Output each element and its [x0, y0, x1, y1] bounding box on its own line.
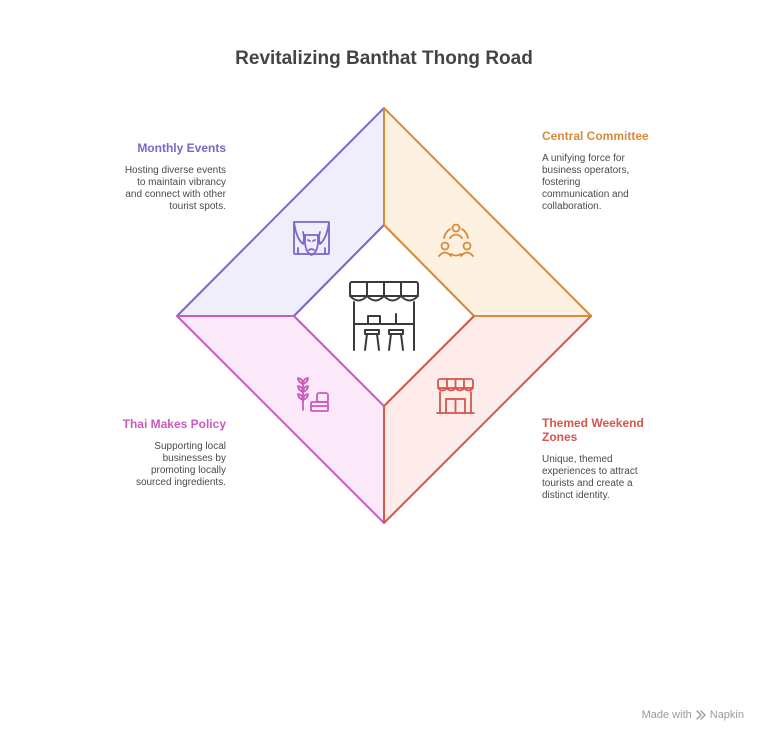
storefront-icon — [436, 378, 475, 414]
page-title: Revitalizing Banthat Thong Road — [235, 48, 533, 69]
people-network-icon — [438, 223, 474, 257]
napkin-logo-icon — [696, 710, 706, 720]
watermark-brand: Napkin — [709, 709, 744, 721]
thai-makes-line: sourced ingredients. — [135, 477, 226, 488]
themed-weekend-line: experiences to attract — [542, 466, 638, 477]
themed-weekend-heading-line: Themed Weekend — [542, 416, 644, 430]
themed-weekend-block: Themed Weekend Zones Unique, themed expe… — [542, 416, 702, 502]
themed-weekend-heading: Themed Weekend Zones — [542, 416, 702, 444]
wheat-ingredients-icon — [297, 377, 329, 412]
themed-weekend-line: tourists and create a — [542, 478, 633, 489]
monthly-events-line: to maintain vibrancy — [137, 177, 226, 188]
thai-makes-line: businesses by — [162, 453, 226, 464]
central-committee-line: collaboration. — [542, 201, 602, 212]
central-committee-line: business operators, — [542, 165, 630, 176]
monthly-events-line: and connect with other — [125, 189, 226, 200]
monthly-events-line: Hosting diverse events — [124, 165, 226, 176]
themed-weekend-line: distinct identity. — [542, 490, 610, 501]
central-committee-line: A unifying force for — [542, 153, 625, 164]
central-committee-block: Central Committee A unifying force for b… — [542, 129, 702, 213]
theater-curtain-mask-icon — [293, 221, 330, 256]
themed-weekend-heading-line: Zones — [542, 430, 578, 444]
monthly-events-heading: Monthly Events — [137, 141, 226, 155]
watermark-text: Made with — [641, 709, 692, 721]
monthly-events-line: tourist spots. — [169, 201, 226, 212]
thai-makes-line: promoting locally — [150, 465, 226, 476]
central-committee-line: fostering — [542, 177, 581, 188]
monthly-events-block: Monthly Events Hosting diverse events to… — [76, 141, 226, 213]
central-committee-line: communication and — [542, 189, 629, 200]
themed-weekend-line: Unique, themed — [542, 454, 613, 465]
central-committee-heading: Central Committee — [542, 129, 649, 143]
market-stall-icon — [349, 281, 419, 351]
thai-makes-line: Supporting local — [154, 441, 226, 452]
made-with-napkin[interactable]: Made with Napkin — [642, 709, 744, 721]
thai-makes-heading: Thai Makes Policy — [122, 417, 226, 431]
thai-makes-block: Thai Makes Policy Supporting local busin… — [66, 417, 226, 489]
